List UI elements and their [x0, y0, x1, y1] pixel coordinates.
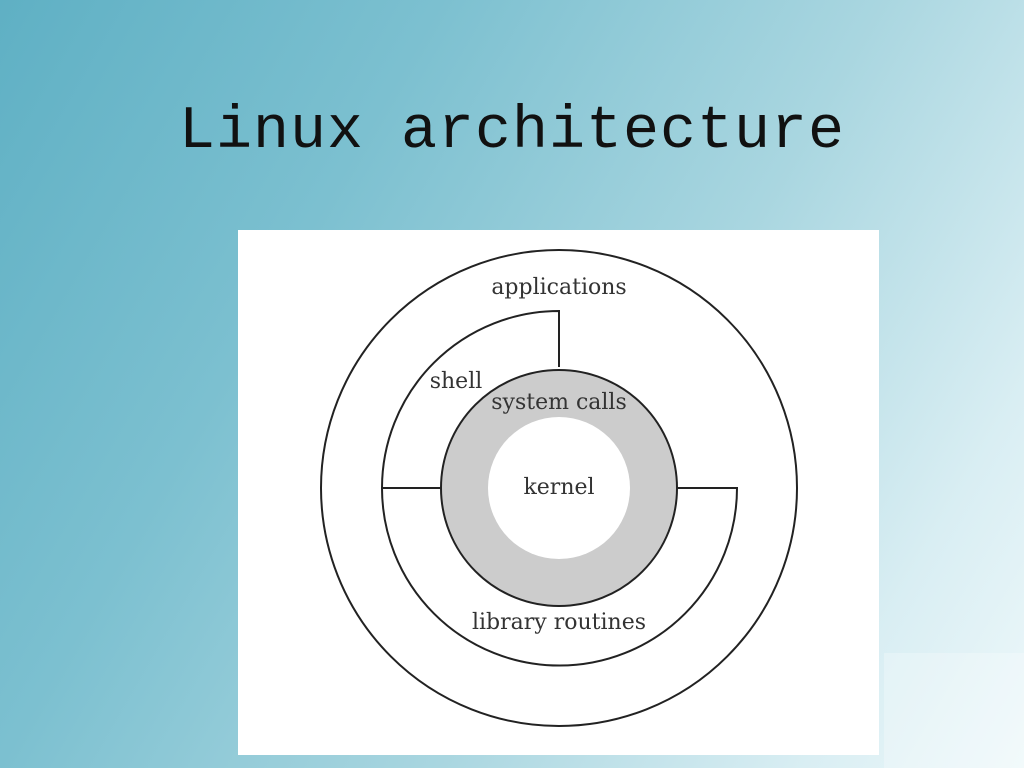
label-library-routines: library routines	[472, 610, 646, 635]
slide-title: Linux architecture	[178, 98, 846, 166]
label-shell: shell	[430, 369, 483, 394]
label-system-calls: system calls	[491, 390, 627, 415]
architecture-diagram: applications shell system calls kernel l…	[238, 230, 879, 755]
label-kernel: kernel	[523, 475, 594, 500]
applications-ring	[320, 249, 798, 727]
kernel-core	[488, 417, 630, 559]
background-corner-decoration	[884, 653, 1024, 768]
architecture-diagram-svg: applications shell system calls kernel l…	[320, 249, 798, 727]
label-applications: applications	[491, 275, 626, 300]
shell-library-boundary	[380, 309, 739, 667]
